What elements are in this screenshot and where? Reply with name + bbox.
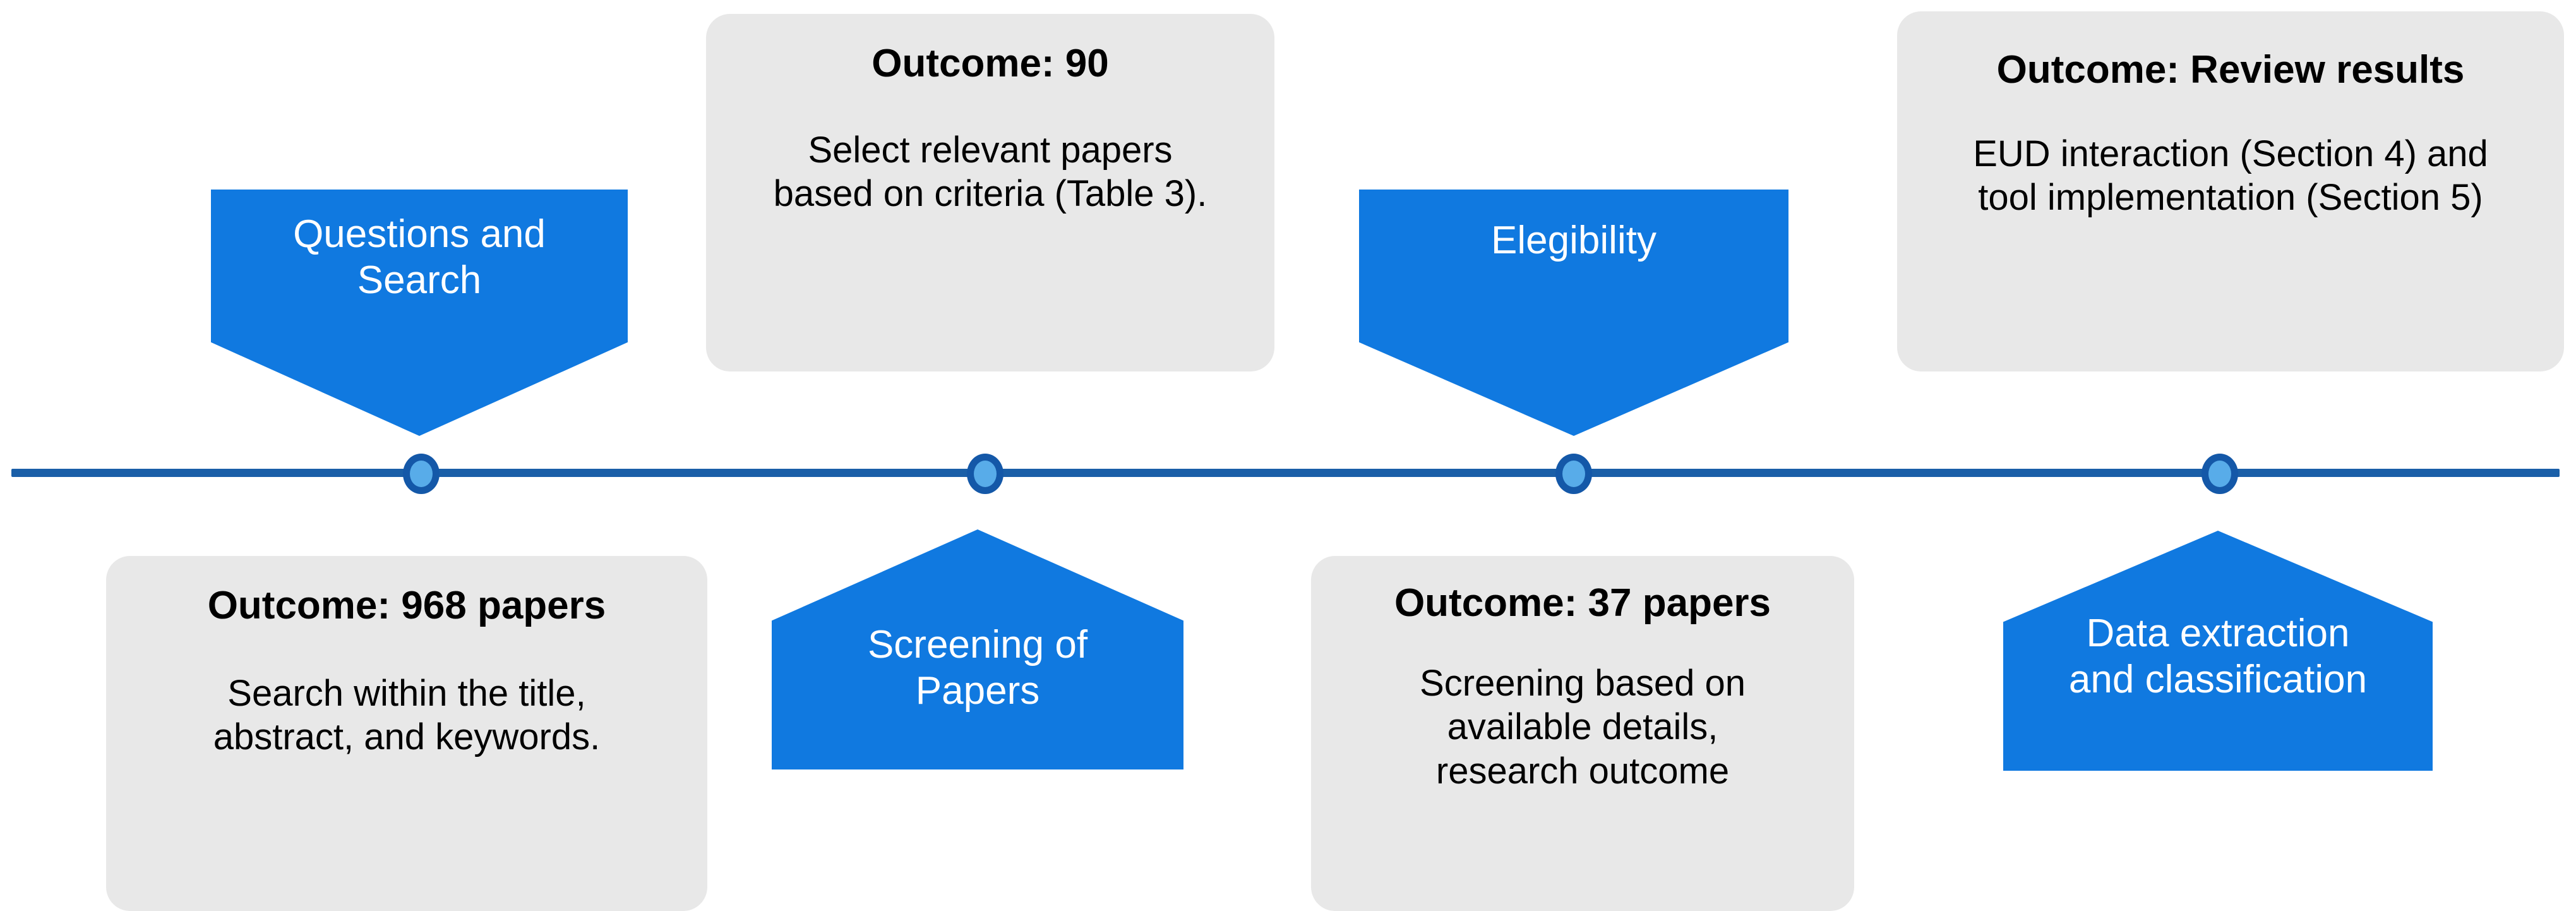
outcome-card-title: Outcome: 968 papers bbox=[207, 584, 606, 627]
outcome-card-screening: Outcome: 90 Select relevant papers based… bbox=[706, 14, 1274, 371]
outcome-card-title: Outcome: Review results bbox=[1996, 48, 2465, 92]
outcome-card-title: Outcome: 90 bbox=[872, 42, 1109, 85]
outcome-card-body: Search within the title, abstract, and k… bbox=[213, 672, 601, 758]
stage-pentagon-label: Data extraction and classification bbox=[2068, 612, 2368, 702]
outcome-card-body: EUD interaction (Section 4) and tool imp… bbox=[1973, 133, 2488, 219]
outcome-card-body: Select relevant papers based on criteria… bbox=[773, 129, 1207, 215]
stage-pentagon-screening-of-papers[interactable]: Screening of Papers bbox=[772, 529, 1183, 769]
outcome-card-title: Outcome: 37 papers bbox=[1394, 581, 1771, 625]
timeline-node-1[interactable] bbox=[403, 454, 440, 494]
outcome-card-elegibility: Outcome: 37 papers Screening based on av… bbox=[1311, 556, 1854, 911]
timeline-node-3[interactable] bbox=[1555, 454, 1592, 494]
outcome-card-review-results: Outcome: Review results EUD interaction … bbox=[1897, 11, 2564, 371]
stage-pentagon-elegibility[interactable]: Elegibility bbox=[1359, 190, 1788, 436]
timeline-node-2[interactable] bbox=[967, 454, 1003, 494]
stage-pentagon-data-extraction-and-classification[interactable]: Data extraction and classification bbox=[2003, 531, 2433, 771]
timeline-node-4[interactable] bbox=[2202, 454, 2238, 494]
outcome-card-body: Screening based on available details, re… bbox=[1420, 662, 1746, 792]
stage-pentagon-label: Questions and Search bbox=[293, 212, 546, 303]
timeline-axis bbox=[11, 469, 2560, 477]
stage-pentagon-label: Elegibility bbox=[1491, 219, 1656, 262]
stage-pentagon-questions-and-search[interactable]: Questions and Search bbox=[211, 190, 628, 436]
outcome-card-search: Outcome: 968 papers Search within the ti… bbox=[106, 556, 707, 911]
stage-pentagon-label: Screening of Papers bbox=[867, 623, 1088, 713]
